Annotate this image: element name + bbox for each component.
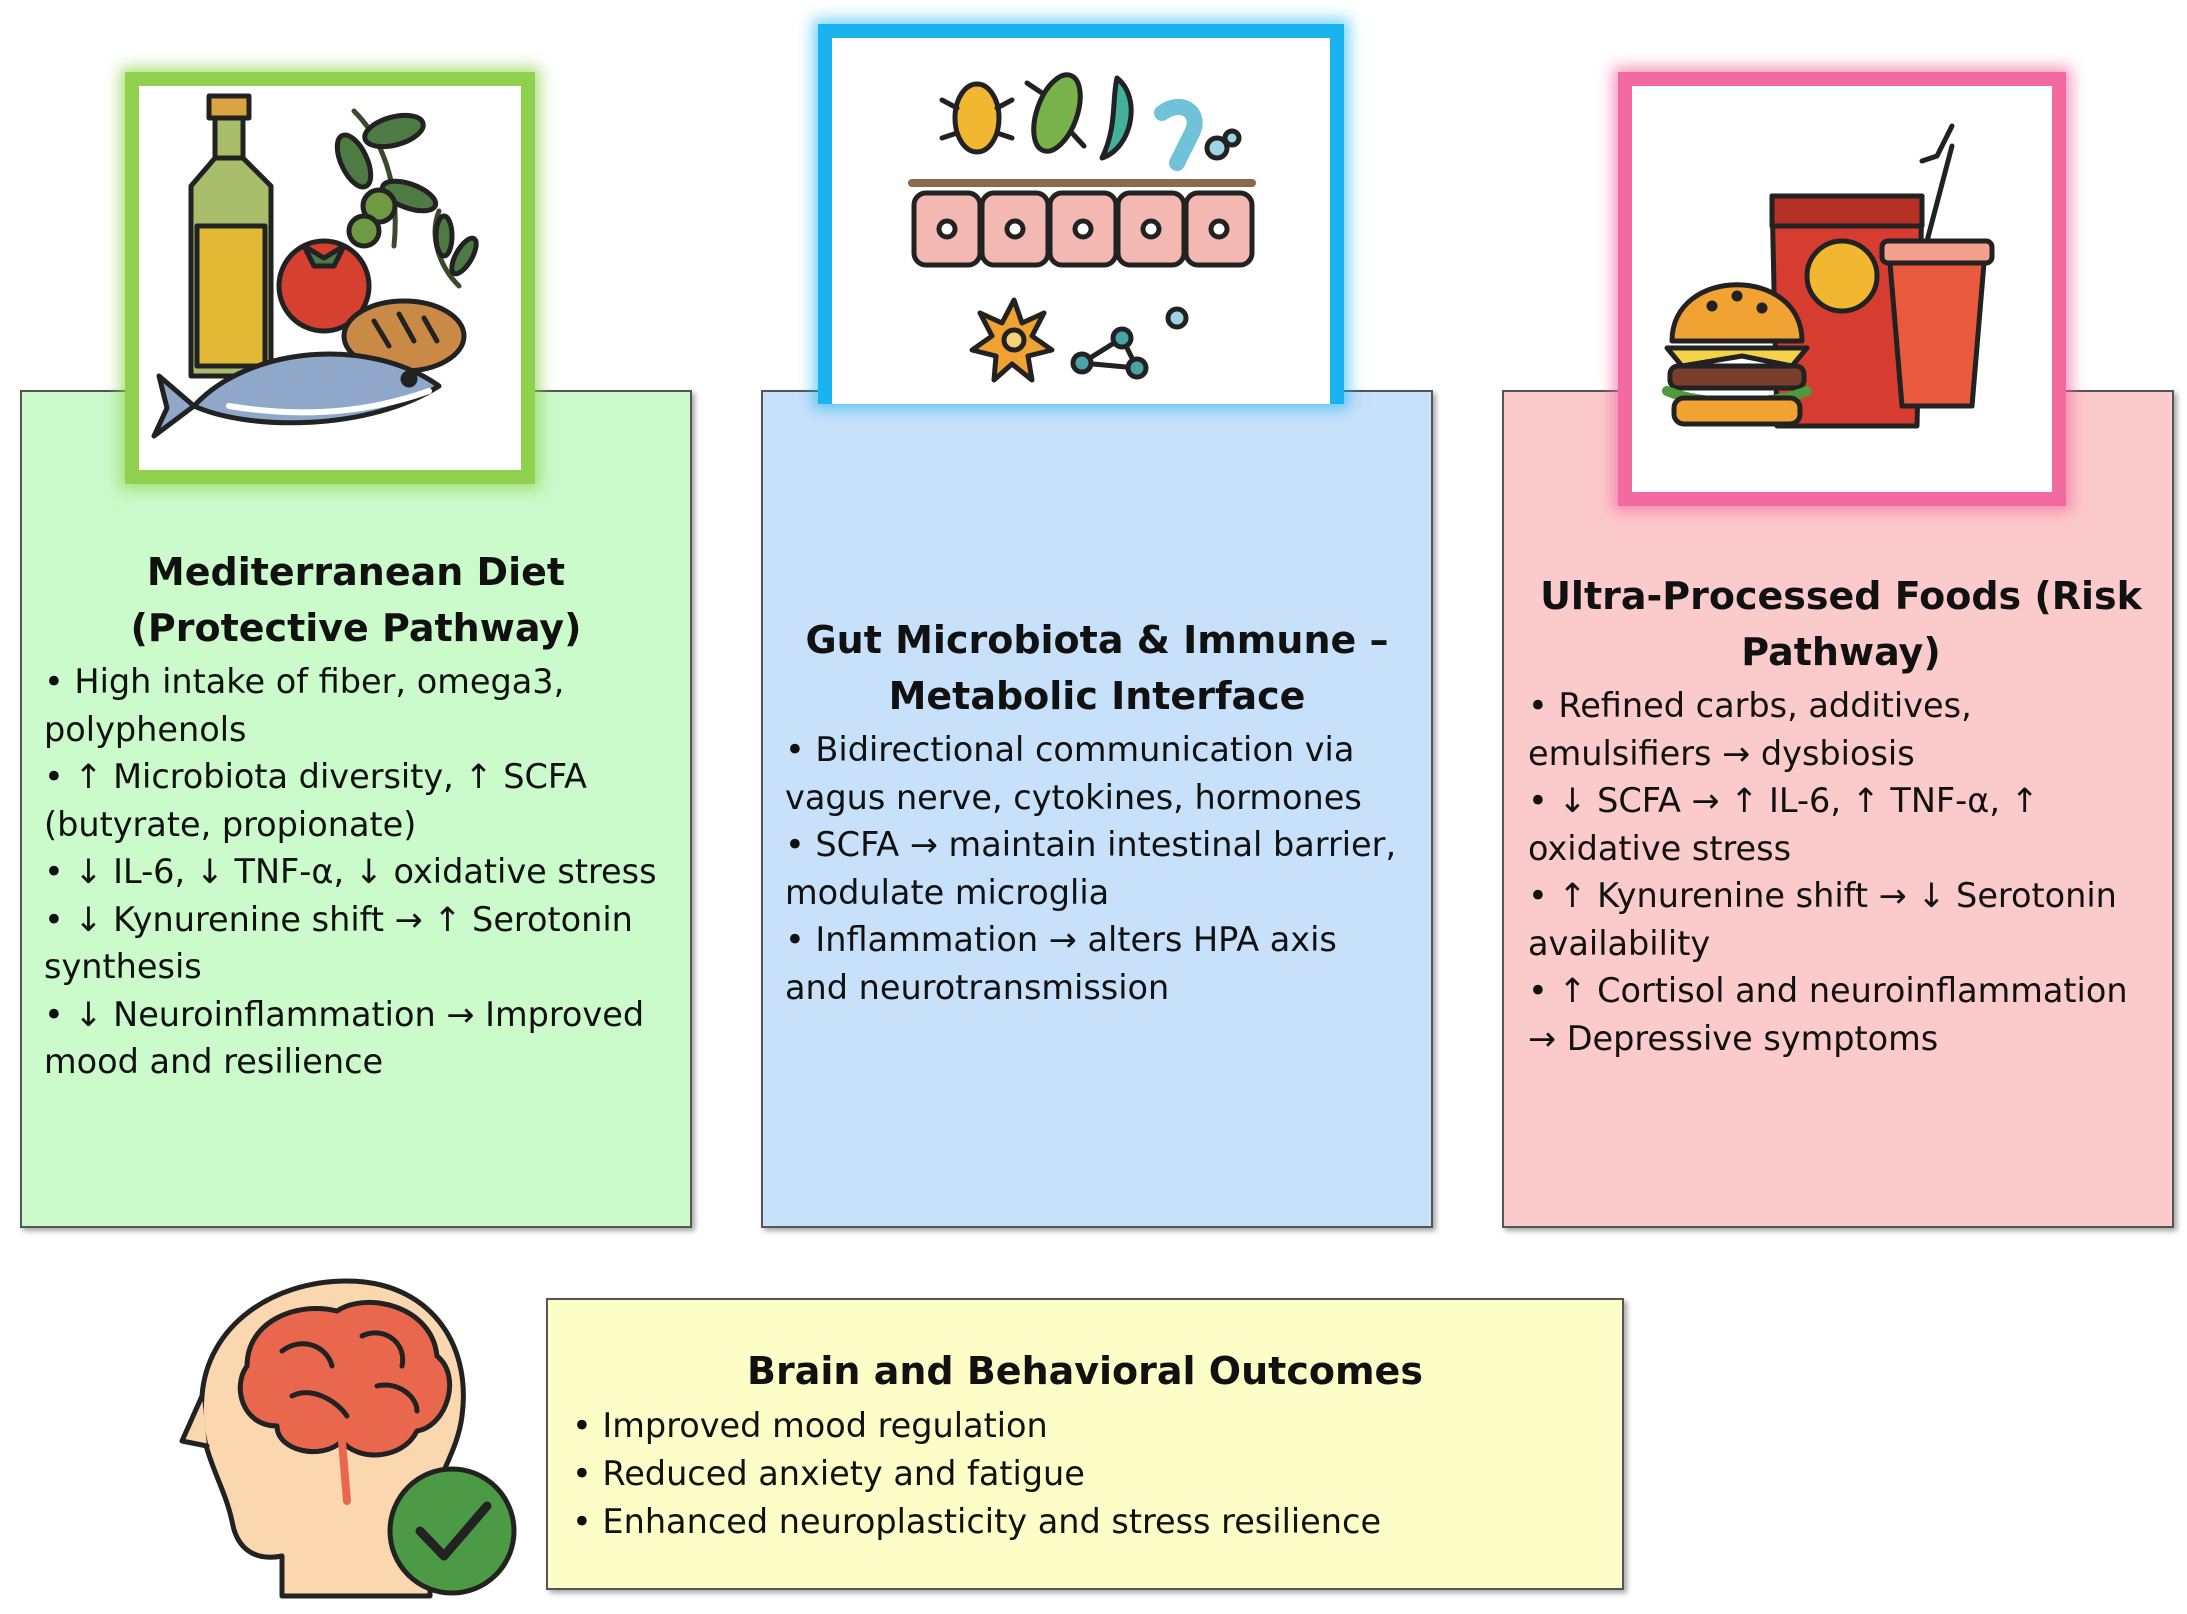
list-item: SCFA → maintain intestinal barrier, modu… xyxy=(785,821,1409,916)
mediterranean-icon-frame xyxy=(125,72,535,484)
list-item: Enhanced neuroplasticity and stress resi… xyxy=(572,1498,1598,1546)
mediterranean-food-icon xyxy=(151,93,479,439)
list-item: Inflammation → alters HPA axis and neuro… xyxy=(785,916,1409,1011)
fast-food-icon xyxy=(1662,123,1995,429)
mediterranean-list: High intake of fiber, omega3, polyphenol… xyxy=(44,658,668,1086)
brain-panel: Brain and Behavioral Outcomes Improved m… xyxy=(546,1298,1624,1590)
gut-microbiota-icon xyxy=(908,72,1256,383)
list-item: ↑ Kynurenine shift → ↓ Serotonin availab… xyxy=(1528,872,2154,967)
list-item: ↓ Neuroinflammation → Improved mood and … xyxy=(44,991,668,1086)
gut-title: Gut Microbiota & Immune – Metabolic Inte… xyxy=(805,618,1389,718)
upf-list: Refined carbs, additives, emulsifiers → … xyxy=(1528,682,2154,1062)
list-item: ↓ SCFA → ↑ IL-6, ↑ TNF-α, ↑ oxidative st… xyxy=(1528,777,2154,872)
gut-icon-frame xyxy=(818,24,1344,404)
list-item: Bidirectional communication via vagus ne… xyxy=(785,726,1409,821)
list-item: High intake of fiber, omega3, polyphenol… xyxy=(44,658,668,753)
mediterranean-title: Mediterranean Diet (Protective Pathway) xyxy=(130,550,582,650)
upf-title: Ultra-Processed Foods (Risk Pathway) xyxy=(1540,574,2142,674)
list-item: ↑ Cortisol and neuroinflammation → Depre… xyxy=(1528,967,2154,1062)
mediterranean-panel: Mediterranean Diet (Protective Pathway) … xyxy=(20,390,692,1228)
list-item: Improved mood regulation xyxy=(572,1402,1598,1450)
list-item: Reduced anxiety and fatigue xyxy=(572,1450,1598,1498)
list-item: ↑ Microbiota diversity, ↑ SCFA (butyrate… xyxy=(44,753,668,848)
upf-panel: Ultra-Processed Foods (Risk Pathway) Ref… xyxy=(1502,390,2174,1228)
brain-icon-container xyxy=(162,1266,542,1606)
gut-list: Bidirectional communication via vagus ne… xyxy=(785,726,1409,1011)
list-item: ↓ IL-6, ↓ TNF-α, ↓ oxidative stress xyxy=(44,848,668,896)
list-item: ↓ Kynurenine shift → ↑ Serotonin synthes… xyxy=(44,896,668,991)
gut-panel: Gut Microbiota & Immune – Metabolic Inte… xyxy=(761,390,1433,1228)
upf-icon-frame xyxy=(1618,72,2066,506)
brain-head-check-icon xyxy=(179,1278,517,1599)
list-item: Refined carbs, additives, emulsifiers → … xyxy=(1528,682,2154,777)
brain-title: Brain and Behavioral Outcomes xyxy=(747,1349,1423,1393)
brain-list: Improved mood regulation Reduced anxiety… xyxy=(572,1402,1598,1546)
